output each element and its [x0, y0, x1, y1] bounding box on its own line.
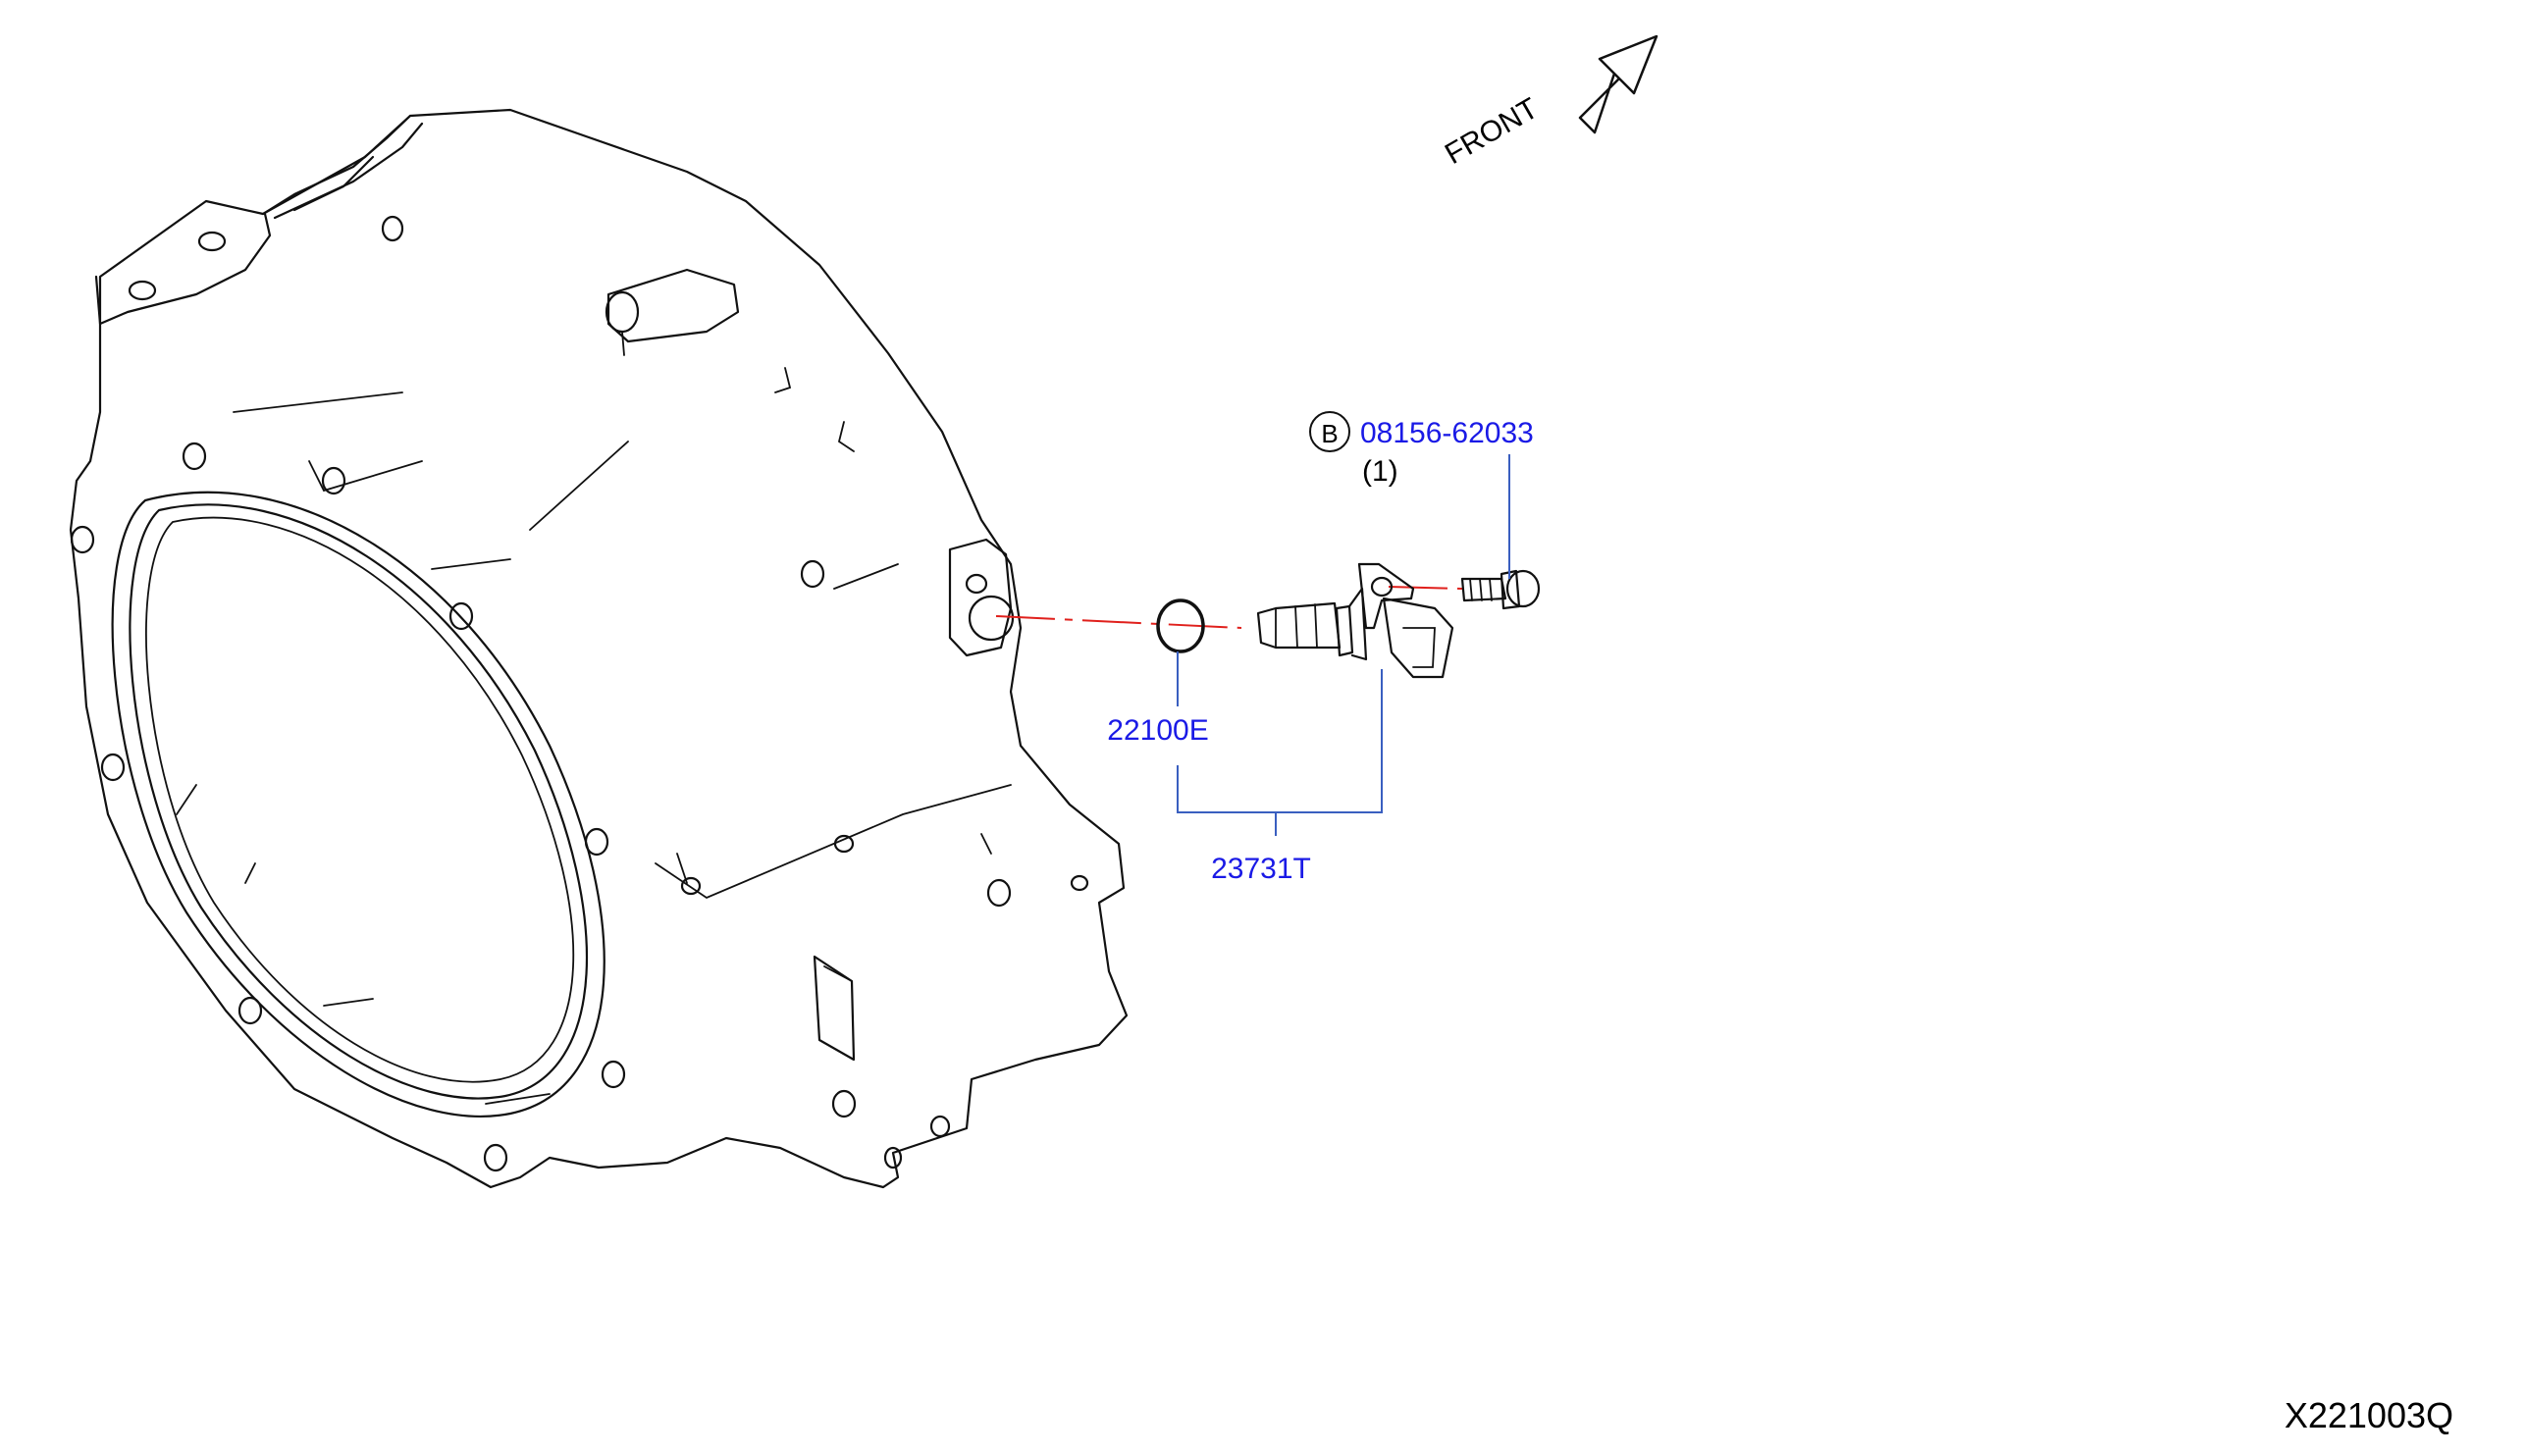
bolt-part-number: 08156-62033 — [1360, 417, 1534, 449]
o-ring-part-number: 22100E — [1107, 714, 1208, 747]
sensor-mount-boss — [948, 538, 1015, 657]
leader-lines — [1177, 454, 1510, 836]
bolt-quantity: (1) — [1362, 455, 1398, 488]
bolt-symbol: B — [1321, 419, 1338, 448]
speed-sensor — [1256, 562, 1454, 679]
bolt-symbol-circle — [1309, 411, 1350, 452]
front-label: FRONT — [1440, 92, 1544, 171]
flange-bolt — [1460, 569, 1541, 610]
transmission-housing — [69, 108, 1129, 1189]
diagram-code: X221003Q — [2285, 1395, 2453, 1435]
sensor-assembly — [995, 562, 1541, 679]
bolt-callout: B 08156-62033 (1) — [1309, 411, 1534, 488]
assembly-center-line — [995, 615, 1242, 629]
o-ring — [1156, 598, 1205, 653]
sensor-bracket-leader — [1177, 669, 1383, 813]
sensor-part-number: 23731T — [1211, 853, 1311, 885]
bell-bolt-holes — [70, 442, 951, 1172]
front-direction-indicator: FRONT — [1440, 34, 1658, 171]
front-arrow-icon — [1578, 34, 1658, 134]
